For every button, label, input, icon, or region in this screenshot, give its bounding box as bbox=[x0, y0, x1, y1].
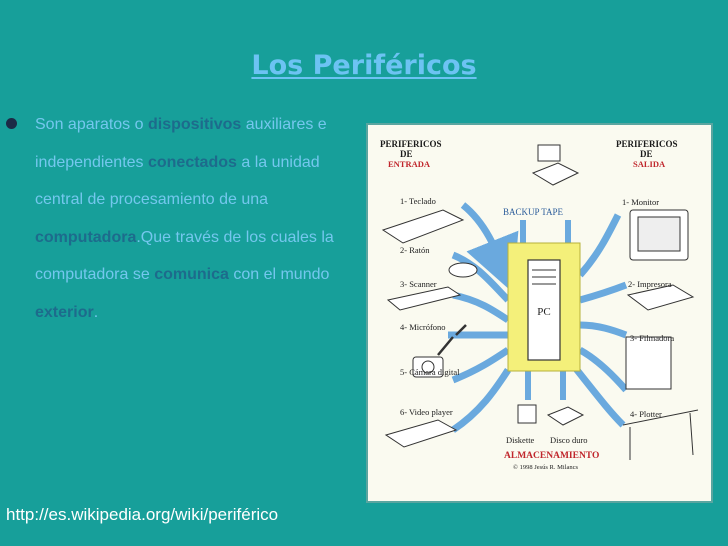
text-part: .Que través de los cuales la computadora… bbox=[35, 228, 334, 284]
hard-disk-icon bbox=[546, 406, 585, 426]
keyboard-icon bbox=[381, 209, 465, 244]
text-part: auxiliares e independientes bbox=[35, 116, 327, 171]
output-header-line2: DE bbox=[640, 149, 653, 159]
text-part: a la unidad central de procesamiento de … bbox=[35, 153, 320, 209]
slide-title-container: Los Periféricos bbox=[0, 50, 728, 81]
film-recorder-icon bbox=[625, 336, 672, 390]
slide-title: Los Periféricos bbox=[251, 50, 477, 81]
text-part: con el mundo bbox=[228, 266, 330, 283]
input-header-red: ENTRADA bbox=[388, 159, 431, 169]
storage-label: Diskette bbox=[506, 435, 535, 445]
output-label: 1- Monitor bbox=[622, 197, 659, 207]
body-text: Son aparatos o dispositivos auxiliares e… bbox=[35, 106, 335, 331]
bullet-dot bbox=[6, 118, 17, 129]
figure-credit: © 1998 Jesús R. Milancs bbox=[513, 464, 579, 471]
input-arrows bbox=[447, 202, 519, 433]
output-header-line1: PERIFERICOS bbox=[616, 139, 678, 149]
text-part: Son aparatos o bbox=[35, 116, 148, 133]
keyword-dispositivos: dispositivos bbox=[147, 116, 242, 133]
input-label: 6- Video player bbox=[400, 407, 453, 417]
keyword-computadora: computadora bbox=[35, 228, 137, 246]
pc-label: PC bbox=[537, 306, 550, 318]
text-part: . bbox=[93, 303, 99, 321]
output-header-red: SALIDA bbox=[633, 159, 666, 169]
source-link[interactable]: http://es.wikipedia.org/wiki/periférico bbox=[6, 505, 279, 524]
input-labels: 1- Teclado 2- Ratón 3- Scanner 4- Micróf… bbox=[400, 196, 460, 417]
vertical-arrows bbox=[520, 220, 571, 400]
input-label: 4- Micrófono bbox=[400, 322, 446, 332]
scanner-icon bbox=[386, 286, 462, 311]
peripherals-diagram: PC PERIFERICOS DE ENTRADA PERIFERICOS DE… bbox=[380, 139, 699, 471]
printer-icon bbox=[626, 284, 695, 311]
input-label: 3- Scanner bbox=[400, 279, 437, 289]
output-device-icons bbox=[622, 209, 699, 460]
output-arrows bbox=[570, 213, 629, 428]
microphone-icon bbox=[437, 324, 467, 356]
output-labels: 1- Monitor 2- Impresora 3- Filmadora 4- … bbox=[622, 197, 674, 419]
video-player-icon bbox=[384, 419, 458, 448]
keyword-comunica: comunica bbox=[154, 266, 229, 283]
input-label: 1- Teclado bbox=[400, 196, 436, 206]
backup-tape-label: BACKUP TAPE bbox=[503, 207, 564, 217]
input-label: 2- Ratón bbox=[400, 245, 430, 255]
diskette-icon bbox=[517, 404, 537, 424]
input-device-icons bbox=[381, 209, 478, 448]
plotter-icon bbox=[622, 409, 699, 460]
storage-icons bbox=[517, 404, 585, 426]
output-label: 4- Plotter bbox=[630, 409, 662, 419]
input-header-line2: DE bbox=[400, 149, 413, 159]
backup-tape-icon bbox=[531, 144, 580, 186]
keyword-conectados: conectados bbox=[147, 153, 237, 171]
keyword-exterior: exterior bbox=[35, 303, 94, 321]
input-header-line1: PERIFERICOS bbox=[380, 139, 442, 149]
output-label: 2- Impresora bbox=[628, 279, 672, 289]
mouse-icon bbox=[448, 262, 478, 278]
peripherals-figure: PC PERIFERICOS DE ENTRADA PERIFERICOS DE… bbox=[366, 123, 713, 503]
output-label: 3- Filmadora bbox=[630, 333, 674, 343]
storage-label: Disco duro bbox=[550, 435, 588, 445]
input-label: 5- Cámara digital bbox=[400, 367, 460, 377]
storage-header: ALMACENAMIENTO bbox=[504, 451, 599, 461]
